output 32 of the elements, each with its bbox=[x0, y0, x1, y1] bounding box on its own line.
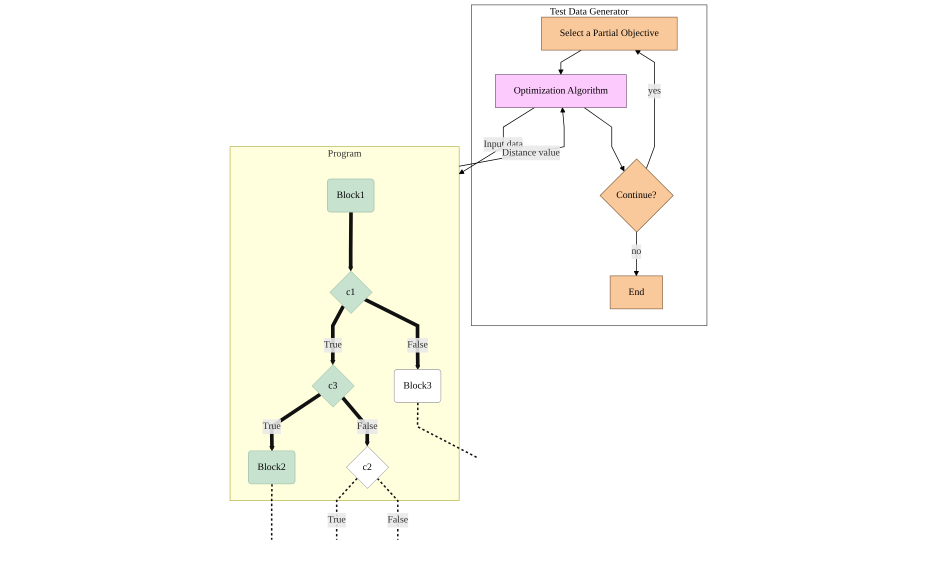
edge-label: True bbox=[324, 340, 342, 350]
node-box: End bbox=[610, 276, 663, 310]
arrow bbox=[269, 392, 322, 452]
node-diamond: c1 bbox=[329, 270, 373, 314]
arrow bbox=[458, 107, 566, 167]
connector bbox=[416, 402, 479, 459]
node-box: Optimization Algorithm bbox=[495, 74, 627, 108]
arrow bbox=[348, 212, 354, 272]
node-diamond: c2 bbox=[346, 446, 390, 489]
edge-label: Input data bbox=[484, 138, 523, 150]
node-diamond: c3 bbox=[312, 364, 355, 408]
arrow bbox=[584, 107, 624, 172]
connector bbox=[270, 484, 273, 540]
edge-label: True bbox=[328, 514, 346, 526]
edge-label: False bbox=[387, 514, 408, 526]
edge-label: yes bbox=[648, 86, 661, 96]
arrow bbox=[558, 50, 582, 75]
arrow bbox=[635, 50, 655, 170]
node-box: Select a Partial Objective bbox=[541, 16, 678, 50]
connector bbox=[376, 478, 399, 540]
node-diamond: Continue? bbox=[600, 158, 674, 233]
arrow bbox=[341, 396, 370, 446]
arrow bbox=[330, 305, 345, 366]
edge-label: no bbox=[631, 246, 642, 257]
arrow bbox=[364, 298, 420, 370]
edge-label: False bbox=[407, 340, 428, 350]
arrow bbox=[634, 232, 640, 276]
edge-label: False bbox=[356, 421, 378, 432]
connector bbox=[336, 478, 358, 540]
arrow bbox=[458, 107, 535, 174]
edge-label: True bbox=[262, 421, 281, 432]
edge-label: Distance value bbox=[502, 147, 560, 158]
